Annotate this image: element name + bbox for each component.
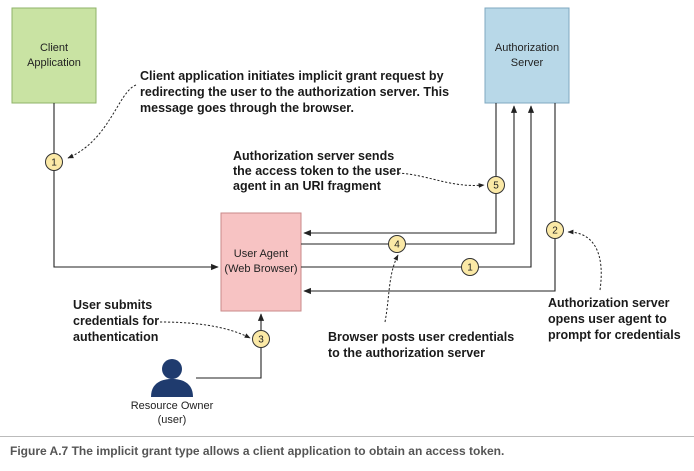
step-badge-1-user-agent: 1 xyxy=(461,258,479,276)
flow-user-agent-to-auth-server xyxy=(301,105,535,268)
client-label-line1: Client xyxy=(40,42,68,54)
svg-text:credentials for: credentials for xyxy=(73,314,159,328)
callout-curve-auth-opens xyxy=(567,229,602,291)
caption-divider xyxy=(0,436,694,437)
flow-client-to-user-agent xyxy=(53,103,219,271)
svg-text:4: 4 xyxy=(394,240,400,251)
user-agent-label-line2: (Web Browser) xyxy=(224,263,297,275)
user-agent-label-line1: User Agent xyxy=(234,248,288,260)
auth-server-label-line2: Server xyxy=(511,57,544,69)
client-application-node: Client Application xyxy=(11,7,97,104)
auth-server-label-line1: Authorization xyxy=(495,42,559,54)
svg-text:5: 5 xyxy=(493,181,499,192)
user-agent-node: User Agent (Web Browser) xyxy=(220,212,302,312)
flow-resource-owner-to-user-agent xyxy=(196,313,265,379)
note-client-initiates: Client application initiates implicit gr… xyxy=(140,69,449,115)
authorization-server-node: Authorization Server xyxy=(484,7,570,104)
svg-text:2: 2 xyxy=(552,226,558,237)
callout-curve-browser-posts xyxy=(384,254,399,323)
note-browser-posts: Browser posts user credentials to the au… xyxy=(328,330,514,360)
note-user-submits: User submits credentials for authenticat… xyxy=(73,298,159,344)
svg-text:authentication: authentication xyxy=(73,330,158,344)
svg-text:Authorization server sends: Authorization server sends xyxy=(233,149,394,163)
svg-text:3: 3 xyxy=(258,335,264,346)
svg-text:Client application initiates i: Client application initiates implicit gr… xyxy=(140,69,444,83)
svg-text:prompt for credentials: prompt for credentials xyxy=(548,328,681,342)
step-badge-2: 2 xyxy=(546,221,564,239)
svg-text:1: 1 xyxy=(467,263,473,274)
svg-text:to the authorization server: to the authorization server xyxy=(328,346,485,360)
callout-curve-client-initiates xyxy=(67,84,137,159)
resource-owner-label-line1: Resource Owner xyxy=(131,400,214,412)
svg-text:Authorization server: Authorization server xyxy=(548,296,670,310)
flow-browser-posts-credentials xyxy=(301,105,518,245)
callout-curve-token xyxy=(397,172,485,188)
flow-auth-server-prompt-to-user-agent xyxy=(303,103,556,295)
step-badge-5: 5 xyxy=(487,176,505,194)
client-label-line2: Application xyxy=(27,57,81,69)
note-auth-sends-token: Authorization server sends the access to… xyxy=(233,149,401,193)
resource-owner-node: Resource Owner (user) xyxy=(131,359,214,426)
svg-text:User submits: User submits xyxy=(73,298,152,312)
svg-text:message goes through the brows: message goes through the browser. xyxy=(140,101,354,115)
resource-owner-label-line2: (user) xyxy=(158,414,187,426)
svg-text:Browser posts user credentials: Browser posts user credentials xyxy=(328,330,514,344)
note-auth-opens: Authorization server opens user agent to… xyxy=(548,296,681,342)
flow-auth-server-token-to-user-agent xyxy=(303,103,497,237)
step-badge-1-client: 1 xyxy=(45,153,63,171)
person-icon xyxy=(151,359,193,397)
step-badge-4: 4 xyxy=(388,235,406,253)
callout-curve-user-submits xyxy=(159,321,251,339)
svg-text:opens user agent to: opens user agent to xyxy=(548,312,667,326)
svg-text:agent in an URI fragment: agent in an URI fragment xyxy=(233,179,382,193)
svg-text:the access token to the user: the access token to the user xyxy=(233,164,401,178)
svg-text:redirecting the user to the au: redirecting the user to the authorizatio… xyxy=(140,85,449,99)
step-badge-3: 3 xyxy=(252,330,270,348)
figure-caption: Figure A.7 The implicit grant type allow… xyxy=(10,444,505,458)
svg-text:1: 1 xyxy=(51,158,57,169)
